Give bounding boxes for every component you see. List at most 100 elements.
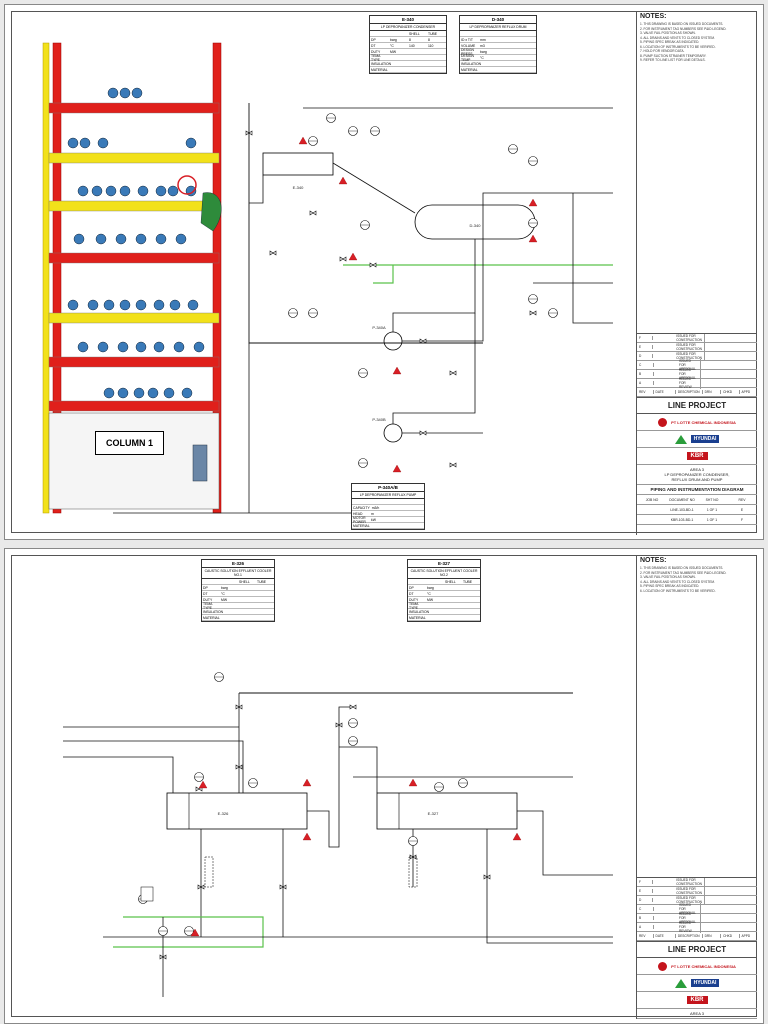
rack-pipe-icon	[117, 341, 129, 353]
equipment-description: LP DEPROPANIZER CONDENSER	[370, 24, 446, 31]
hyundai-logo-icon	[674, 978, 687, 988]
equipment-label-P-340B: P-340B	[372, 417, 386, 422]
process-line	[307, 706, 353, 848]
rack-pipe-icon	[107, 87, 119, 99]
notes-list: 1. THIS DRAWING IS BASED ON ISSUED DOCUM…	[637, 566, 757, 593]
exchanger-E-327-shell	[376, 792, 518, 830]
document-cell: DOCUMENT NO	[669, 497, 695, 502]
valve-icon	[309, 210, 317, 216]
rack-beam	[48, 102, 220, 114]
document-cell: F	[740, 517, 744, 522]
revision-cell: ISSUED FOR REVIEW	[677, 921, 701, 933]
process-line	[249, 175, 264, 204]
note-item: 1. THIS DRAWING IS BASED ON ISSUED DOCUM…	[640, 22, 724, 26]
equipment-description: LP DEPROPANIZER REFLUX DRUM	[460, 24, 536, 31]
equipment-description: CAUSTIC SOLUTION EFFLUENT COOLER NO.2	[408, 568, 480, 579]
alarm-triangle-icon	[348, 252, 358, 261]
note-item: 5. PIPING SPEC BREAK AS INDICATED.	[640, 584, 700, 588]
valve-icon	[235, 764, 243, 770]
revision-cell: A	[637, 381, 654, 385]
valve-icon	[529, 310, 537, 316]
rack-pipe-icon	[173, 341, 185, 353]
note-item: 1. THIS DRAWING IS BASED ON ISSUED DOCUM…	[640, 566, 724, 570]
rack-pipe-icon	[193, 341, 205, 353]
process-line	[63, 740, 244, 793]
green-process-line	[113, 916, 264, 948]
owner-logo: PT LOTTE CHEMICAL INDONESIA	[637, 414, 757, 431]
alarm-triangle-icon	[198, 780, 208, 789]
revision-cell: ISSUED FOR APPROVAL	[677, 359, 701, 371]
project-name: LINE PROJECT	[637, 397, 757, 414]
valve-icon	[197, 884, 205, 890]
rack-beam	[48, 356, 220, 368]
control-box-icon	[140, 886, 154, 902]
equipment-label-E-340: E-340	[293, 185, 304, 190]
valve-icon	[369, 262, 377, 268]
equipment-data-row: DT°C	[408, 591, 480, 597]
equipment-data-row: TEMA TYPE	[202, 602, 274, 610]
green-process-line	[373, 265, 394, 284]
document-cell: JOB NO	[645, 497, 659, 502]
base-equipment-icon	[192, 444, 208, 482]
equipment-data-row: INSULATION	[408, 609, 480, 615]
contractor-name: HYUNDAI	[690, 435, 720, 443]
equipment-header-row	[460, 31, 536, 37]
rack-beam	[48, 400, 220, 412]
note-item: 3. VALVE FAIL POSITION AS SHOWN.	[640, 575, 696, 579]
valve-icon	[449, 462, 457, 468]
valve-icon	[335, 722, 343, 728]
revision-cell: ISSUED FOR CONSTRUCTION	[674, 343, 705, 351]
notes-title: NOTES:	[640, 557, 667, 564]
equipment-data-row: DT°C	[202, 591, 274, 597]
green-elbow-icon	[200, 192, 222, 232]
equipment-tag: E-340	[370, 16, 446, 24]
valve-icon	[159, 954, 167, 960]
vessel-D-340	[414, 204, 536, 240]
rack-pipe-icon	[155, 185, 167, 197]
rack-beam	[48, 252, 220, 264]
equipment-data-row: INSULATION	[370, 61, 446, 67]
equipment-label-E-327: E-327	[428, 811, 439, 816]
rack-pipe-icon	[167, 185, 179, 197]
revision-cell: CHKD	[721, 934, 740, 938]
rack-pipe-icon	[155, 233, 167, 245]
rack-pipe-icon	[73, 233, 85, 245]
column-label: COLUMN 1	[95, 431, 164, 455]
rack-pipe-icon	[97, 137, 109, 149]
process-line	[402, 192, 613, 342]
rack-pipe-icon	[119, 87, 131, 99]
area-name: AREA 3	[689, 467, 704, 472]
process-line	[572, 193, 613, 324]
owner-logo: PT LOTTE CHEMICAL INDONESIA	[637, 958, 757, 975]
valve-icon	[449, 370, 457, 376]
document-cell: KBR-103-BD-1	[670, 517, 694, 522]
engineer-logo: KBR	[637, 992, 757, 1009]
alarm-triangle-icon	[392, 366, 402, 375]
rack-beam	[48, 152, 220, 164]
revision-cell: DESCRIPTION	[676, 390, 703, 394]
alarm-triangle-icon	[298, 136, 308, 145]
column-base-box	[48, 412, 220, 510]
note-item: 9. REFER TO LINE LIST FOR LINE DETAILS.	[640, 58, 706, 62]
